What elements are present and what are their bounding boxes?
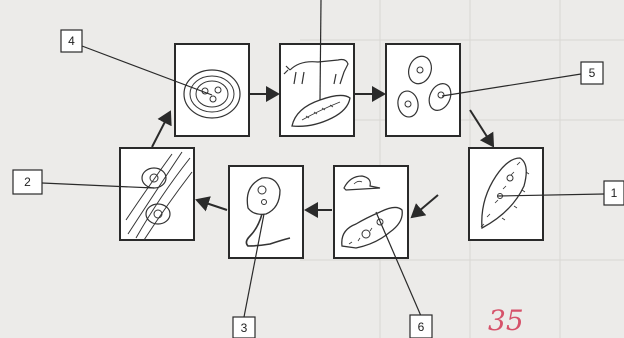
label-box-1: 1 xyxy=(604,181,624,205)
svg-text:2: 2 xyxy=(24,175,31,189)
panel-cyst xyxy=(175,44,249,136)
arrow-cercaria-to-grass xyxy=(197,200,227,210)
panel-metacercaria-grass xyxy=(120,148,194,240)
label-box-5: 5 xyxy=(581,62,603,84)
label-box-4: 4 xyxy=(61,30,82,52)
panel-snail-sporocyst xyxy=(334,166,408,258)
panel-eggs xyxy=(386,44,460,136)
handwritten-mark: 35 xyxy=(488,304,524,337)
svg-text:5: 5 xyxy=(589,66,596,80)
arrow-miracidium-to-snail xyxy=(412,195,438,217)
panel-miracidium xyxy=(469,148,543,240)
panel-cercaria xyxy=(229,166,303,258)
svg-text:1: 1 xyxy=(611,186,618,200)
label-box-3: 3 xyxy=(233,317,255,338)
panel-host-liver xyxy=(280,44,354,136)
arrow-grass-to-cyst xyxy=(152,112,170,147)
arrow-eggs-to-miracidium xyxy=(470,110,493,146)
svg-text:3: 3 xyxy=(241,321,248,335)
svg-text:6: 6 xyxy=(418,320,425,334)
svg-text:4: 4 xyxy=(68,34,75,48)
label-box-6: 6 xyxy=(410,315,432,338)
label-box-2: 2 xyxy=(13,170,42,194)
